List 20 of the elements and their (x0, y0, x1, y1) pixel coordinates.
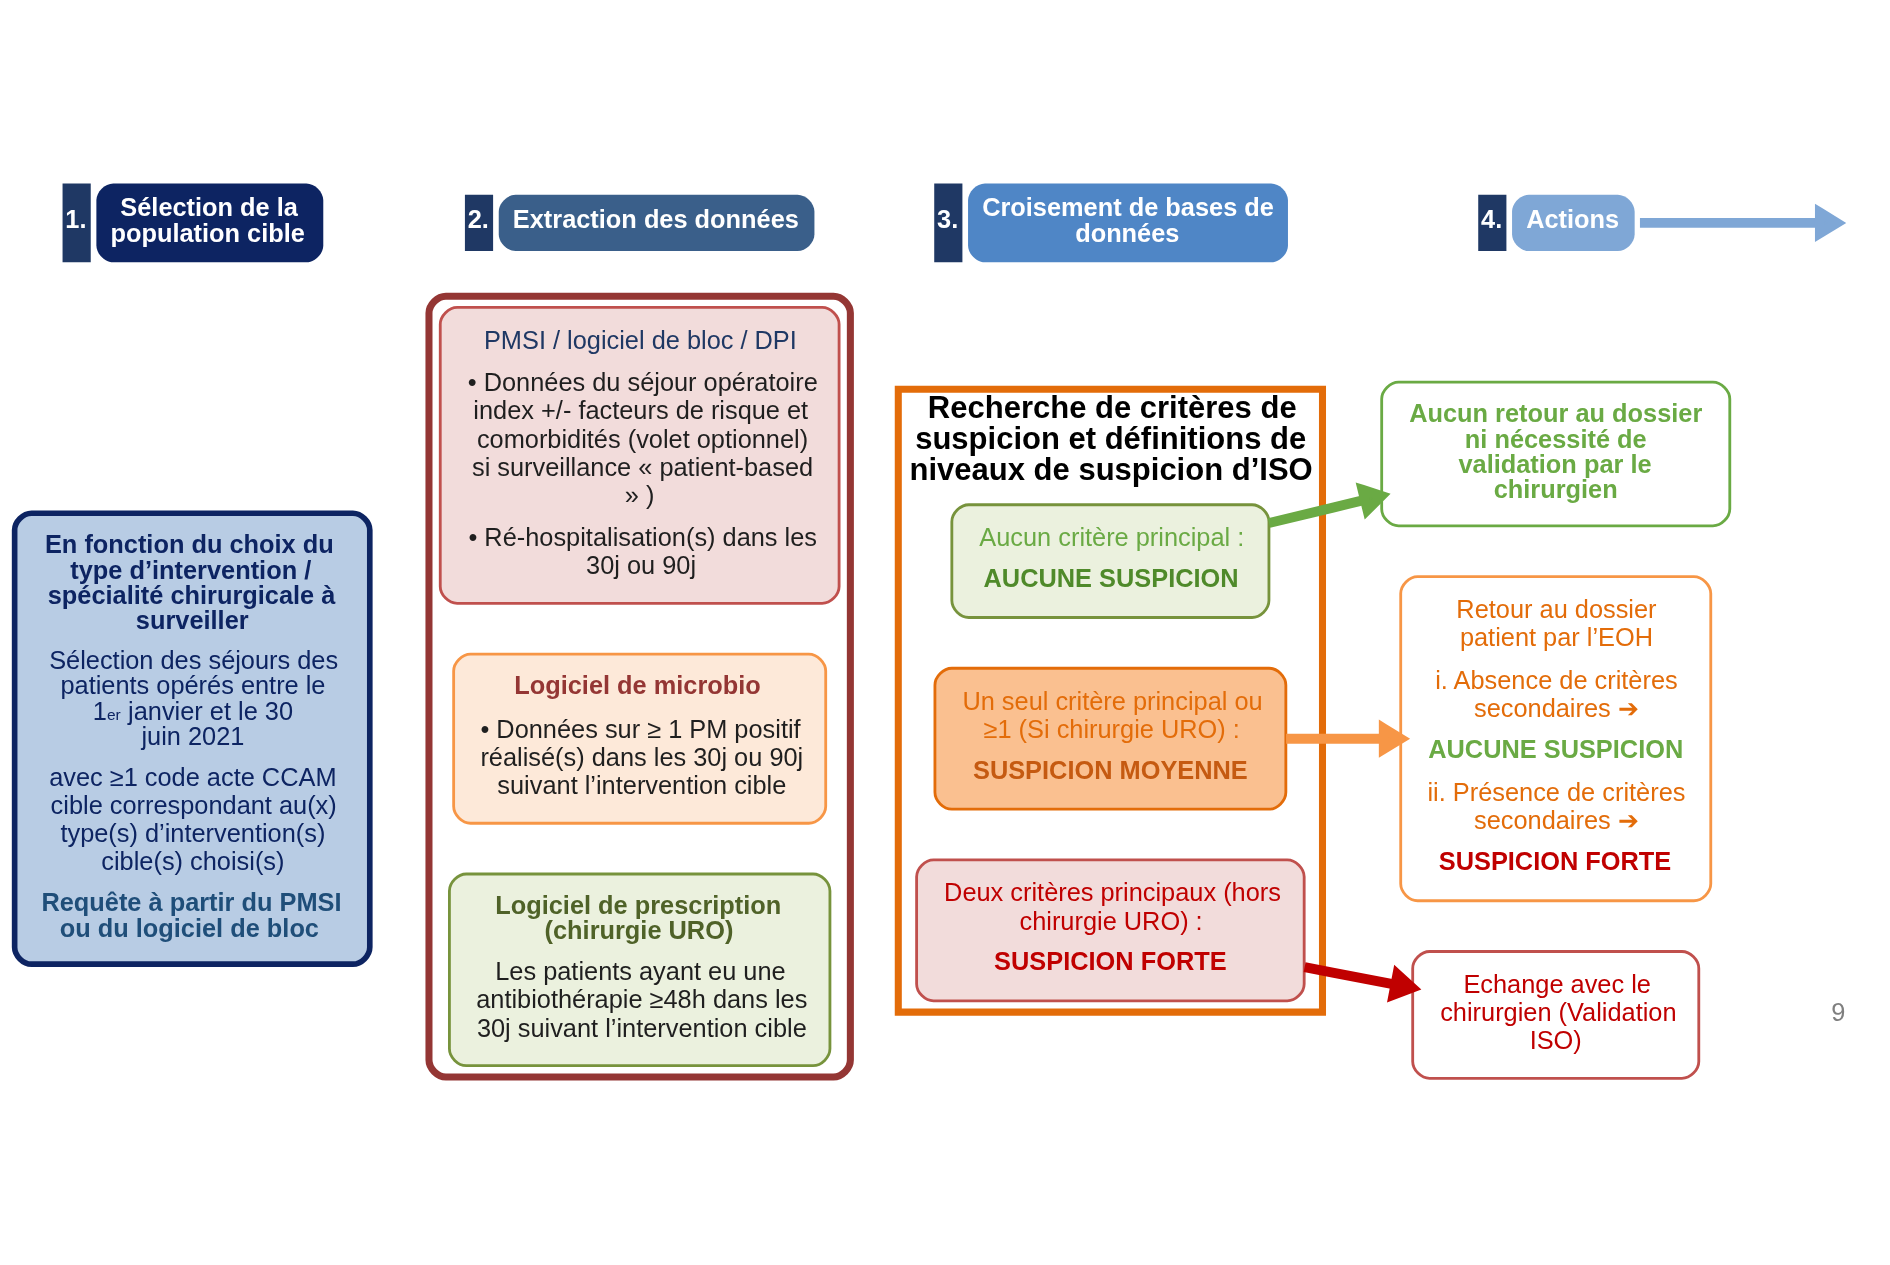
arrow (1639, 203, 1846, 242)
node-label: 3. (936, 204, 958, 233)
node-box: Retour au dossier patient par l’EOH i. Absence de critères secondaires ➔ AUCUNE SUSPICION ii. Présence de critères secondaires ➔ SUSPICION FORTE (1398, 574, 1712, 902)
node-box: En fonction du choix du type d’intervention / spécialité chirurgicale à surveiller Sélection des séjours des patients opérés entre le 1er janvier et le 30 juin 2021 avec ≥1 code acte CCAM cible correspondant au(x) type(s) d’intervention(s) cible(s) choisi(s) Requête à partir du PMSI ou du logiciel de bloc (11, 509, 373, 967)
cluster (424, 292, 854, 1080)
node-box: PMSI / logiciel de bloc / DPI • Données du séjour opératoire index +/- facteurs de risque et comorbidités (volet optionnel) si surveillance « patient-based » ) • Ré-hospitalisation(s) dans les 30j ou 90j (438, 305, 840, 605)
node-box: Aucun critère principal : AUCUNE SUSPICION (949, 502, 1270, 619)
node-box: Aucun retour au dossier ni nécessité de validation par le chirurgien (1379, 380, 1731, 527)
node-box: Logiciel de prescription (chirurgie URO) Les patients ayant eu une antibiothérapie ≥48h dans les 30j suivant l’intervention cible (447, 872, 831, 1067)
arrow (1303, 961, 1421, 1002)
node-box: Echange avec le chirurgien (Validation ISO) (1410, 949, 1700, 1080)
node-label: 1. (64, 204, 87, 233)
arrow (1285, 719, 1410, 758)
node-box: Un seul critère principal ou ≥1 (Si chirurgie URO) : SUSPICION MOYENNE (933, 666, 1287, 811)
node-label: 2. (467, 204, 489, 233)
arrow (1267, 481, 1391, 528)
node-label: 4. (1480, 204, 1502, 233)
node-box: Logiciel de microbio • Données sur ≥ 1 PM positif réalisé(s) dans les 30j ou 90j suivant l’intervention cible (451, 652, 827, 825)
node-box: Deux critères principaux (hors chirurgie URO) : SUSPICION FORTE (914, 858, 1306, 1002)
label: 9 (1830, 997, 1845, 1026)
